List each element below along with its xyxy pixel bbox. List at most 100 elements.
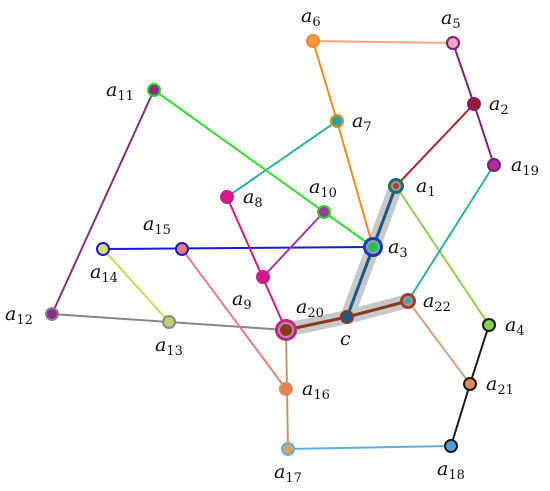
label-a7-letter: a (352, 110, 363, 132)
node-a8[interactable] (220, 190, 234, 204)
node-a4-core (482, 318, 496, 332)
node-a7-core (330, 114, 344, 128)
node-a20[interactable] (275, 319, 297, 341)
label-a11: a11 (106, 79, 134, 104)
label-a22-letter: a (423, 290, 434, 312)
label-a21-letter: a (486, 373, 497, 395)
node-a12[interactable] (45, 307, 59, 321)
label-a5: a5 (441, 7, 461, 32)
label-a4-letter: a (505, 314, 516, 336)
edge-a6-a7 (312, 40, 338, 122)
node-a3[interactable] (363, 237, 383, 257)
node-a18[interactable] (444, 439, 458, 453)
label-a12: a12 (5, 303, 33, 328)
node-a14-core (96, 242, 110, 256)
node-a14[interactable] (96, 242, 110, 256)
node-a6-core (306, 34, 320, 48)
node-a3-core (368, 242, 378, 252)
label-a18-sub: 18 (448, 468, 465, 483)
label-a19-letter: a (511, 154, 522, 176)
label-a12-sub: 12 (16, 313, 33, 328)
label-a14: a14 (90, 261, 118, 286)
node-layer (45, 34, 501, 456)
label-a20-sub: 20 (307, 306, 324, 321)
node-a21[interactable] (463, 377, 477, 391)
node-a16[interactable] (279, 382, 293, 396)
edge-a7-a8 (226, 120, 338, 198)
edge-a14-a13 (102, 248, 170, 323)
edge-a19-a22 (407, 164, 495, 302)
label-a4: a4 (505, 314, 525, 339)
edge-a5-a2 (452, 42, 475, 105)
label-a1: a1 (416, 175, 436, 200)
node-a17[interactable] (281, 442, 295, 456)
edge-a2-a1 (395, 103, 475, 187)
label-a8-sub: 8 (254, 196, 262, 211)
label-a10-sub: 10 (320, 186, 337, 201)
label-a17-sub: 17 (285, 471, 302, 486)
label-a9-sub: 9 (243, 298, 251, 313)
label-a19: a19 (511, 154, 539, 179)
label-a13-sub: 13 (166, 344, 183, 359)
label-a12-letter: a (5, 303, 16, 325)
label-a8: a8 (243, 186, 263, 211)
node-a17-core (281, 442, 295, 456)
node-a1[interactable] (388, 178, 404, 194)
label-a13-letter: a (155, 334, 166, 356)
label-a13: a13 (155, 334, 183, 359)
node-a6[interactable] (306, 34, 320, 48)
node-a16-core (279, 382, 293, 396)
label-a11-sub: 11 (117, 89, 134, 104)
node-c[interactable] (340, 310, 354, 324)
label-a17: a17 (274, 461, 302, 486)
label-a15-sub: 15 (154, 223, 171, 238)
node-a7[interactable] (330, 114, 344, 128)
label-a8-letter: a (243, 186, 254, 208)
node-a10[interactable] (317, 205, 331, 219)
node-a13[interactable] (162, 315, 176, 329)
node-a19[interactable] (487, 158, 501, 172)
edge-a21-a4 (469, 324, 490, 385)
label-a3-letter: a (388, 236, 399, 258)
edge-a22-a21 (407, 300, 471, 385)
edge-layer (51, 40, 495, 450)
edge-a1-a4 (395, 185, 490, 326)
label-a20: a20 (296, 296, 324, 321)
label-a9-letter: a (232, 288, 243, 310)
node-a4[interactable] (482, 318, 496, 332)
label-a18: a18 (437, 458, 465, 483)
node-a22[interactable] (400, 293, 416, 309)
node-a19-core (487, 158, 501, 172)
edge-a17-a18 (287, 445, 452, 450)
label-a14-letter: a (90, 261, 101, 283)
label-a2: a2 (489, 93, 509, 118)
node-a11[interactable] (147, 83, 161, 97)
edge-a2-a19 (473, 103, 495, 166)
label-a15: a15 (143, 213, 171, 238)
edge-a18-a21 (450, 383, 471, 447)
edge-a14-a3 (102, 246, 374, 250)
edge-a11-a12 (51, 89, 155, 315)
edge-c-a22 (346, 299, 409, 319)
label-a2-sub: 2 (500, 103, 508, 118)
label-a18-letter: a (437, 458, 448, 480)
node-a5[interactable] (446, 36, 460, 50)
node-a15[interactable] (175, 242, 189, 256)
edge-a7-a3 (336, 120, 374, 248)
edge-a6-a5 (312, 40, 454, 44)
label-a5-sub: 5 (452, 17, 460, 32)
node-a9[interactable] (256, 270, 270, 284)
label-a6-sub: 6 (312, 15, 320, 30)
node-a1-core (393, 183, 399, 189)
label-a5-letter: a (441, 7, 452, 29)
label-a9: a9 (232, 288, 252, 313)
node-a22-core (405, 298, 411, 304)
label-a6: a6 (301, 5, 321, 30)
edge-a15-a16 (181, 248, 287, 390)
label-a22: a22 (423, 290, 451, 315)
node-c-core (340, 310, 354, 324)
node-a20-core (280, 324, 292, 336)
node-a2[interactable] (467, 97, 481, 111)
label-a3: a3 (388, 236, 408, 261)
